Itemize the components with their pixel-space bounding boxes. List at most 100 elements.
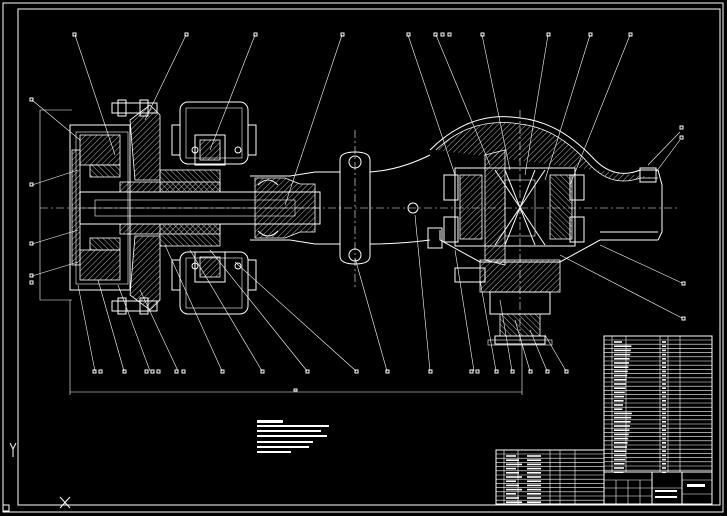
table-cell-text <box>614 408 623 410</box>
table-cell-text <box>614 450 627 452</box>
table-cell-text <box>614 349 631 352</box>
technical-notes <box>257 420 329 453</box>
inner-border <box>17 8 721 506</box>
table-cell-text <box>614 366 629 368</box>
table-cell-text <box>662 425 666 427</box>
differential-assembly <box>427 110 681 346</box>
table-cell-text <box>662 349 666 352</box>
table-cell-text <box>662 366 666 368</box>
table-cell-text <box>662 404 666 406</box>
table-cell-text <box>527 463 541 466</box>
top-leader-ticks <box>72 32 684 140</box>
table-cell-text <box>527 488 541 491</box>
table-cell-text <box>506 488 522 491</box>
bottom-leader-lines <box>77 214 683 372</box>
table-cell-text <box>614 412 632 415</box>
table-cell-text <box>614 362 629 364</box>
table-cell-text <box>662 442 666 444</box>
table-cell-text <box>527 484 541 487</box>
table-cell-text <box>614 463 625 465</box>
table-cell-text <box>527 480 541 482</box>
table-cell-text <box>614 345 632 347</box>
table-cell-text <box>662 421 666 423</box>
table-cell-text <box>662 379 666 381</box>
table-cell-text <box>614 467 624 469</box>
table-cell-text <box>662 429 666 431</box>
table-cell-text <box>614 425 630 427</box>
bottom-leader-ticks <box>92 281 686 374</box>
table-cell-text <box>527 476 541 478</box>
table-cell-text <box>614 416 632 419</box>
top-leader-lines <box>74 34 681 206</box>
table-cell-text <box>506 501 522 503</box>
table-cell-text <box>614 433 629 436</box>
table-cell-text <box>662 391 666 394</box>
table-cell-text <box>614 353 631 356</box>
table-cell-text <box>662 345 666 347</box>
brake-calipers <box>171 101 257 315</box>
table-cell-text <box>527 459 541 461</box>
table-cell-text <box>506 459 519 461</box>
table-cell-text <box>506 484 519 487</box>
table-cell-text <box>614 395 625 398</box>
table-cell-text <box>662 370 666 373</box>
axle-housing <box>250 130 431 290</box>
parts-list-lower <box>495 449 605 505</box>
table-cell-text <box>614 379 627 381</box>
table-cell-text <box>662 374 666 377</box>
table-cell-text <box>527 455 541 457</box>
table-cell-text <box>662 395 666 398</box>
table-cell-text <box>527 493 541 495</box>
table-cell-text <box>527 467 541 470</box>
table-cell-text <box>662 433 666 436</box>
table-cell-text <box>506 455 516 457</box>
table-cell-text <box>614 383 626 385</box>
table-cell-text <box>614 374 628 377</box>
table-cell-text <box>614 400 624 402</box>
table-cell-text <box>662 450 666 452</box>
table-cell-text <box>662 412 666 415</box>
table-cell-text <box>527 472 541 474</box>
table-cell-text <box>662 358 666 360</box>
overall-dimension <box>69 300 523 395</box>
table-cell-text <box>614 437 629 440</box>
table-cell-text <box>662 467 666 469</box>
table-cell-text <box>662 437 666 440</box>
table-cell-text <box>614 370 628 373</box>
table-cell-text <box>614 358 630 360</box>
table-cell-text <box>527 501 541 503</box>
left-leader-lines <box>29 97 81 285</box>
table-cell-text <box>662 353 666 356</box>
table-cell-text <box>506 472 519 474</box>
table-cell-text <box>614 421 631 423</box>
table-cell-text <box>662 408 666 410</box>
title-block <box>603 471 713 505</box>
table-cell-text <box>614 446 627 448</box>
table-cell-text <box>662 446 666 448</box>
table-cell-text <box>506 467 516 470</box>
table-cell-text <box>506 493 516 495</box>
table-cell-text <box>506 463 522 466</box>
table-cell-text <box>506 476 522 478</box>
table-cell-text <box>614 454 626 457</box>
table-cell-text <box>662 383 666 385</box>
table-cell-text <box>506 497 519 499</box>
table-cell-text <box>662 463 666 465</box>
table-cell-text <box>662 387 666 389</box>
table-cell-text <box>614 391 625 394</box>
table-cell-text <box>614 404 623 406</box>
table-cell-text <box>614 387 626 389</box>
ucs-axis-icon <box>2 442 71 512</box>
table-cell-text <box>614 458 626 461</box>
table-cell-text <box>506 480 516 482</box>
table-cell-text <box>662 458 666 461</box>
table-cell-text <box>662 454 666 457</box>
parts-list-table <box>603 335 713 473</box>
table-cell-text <box>662 362 666 364</box>
table-cell-text <box>614 442 628 444</box>
table-cell-text <box>662 416 666 419</box>
table-cell-text <box>614 341 622 343</box>
table-cell-text <box>662 341 666 343</box>
